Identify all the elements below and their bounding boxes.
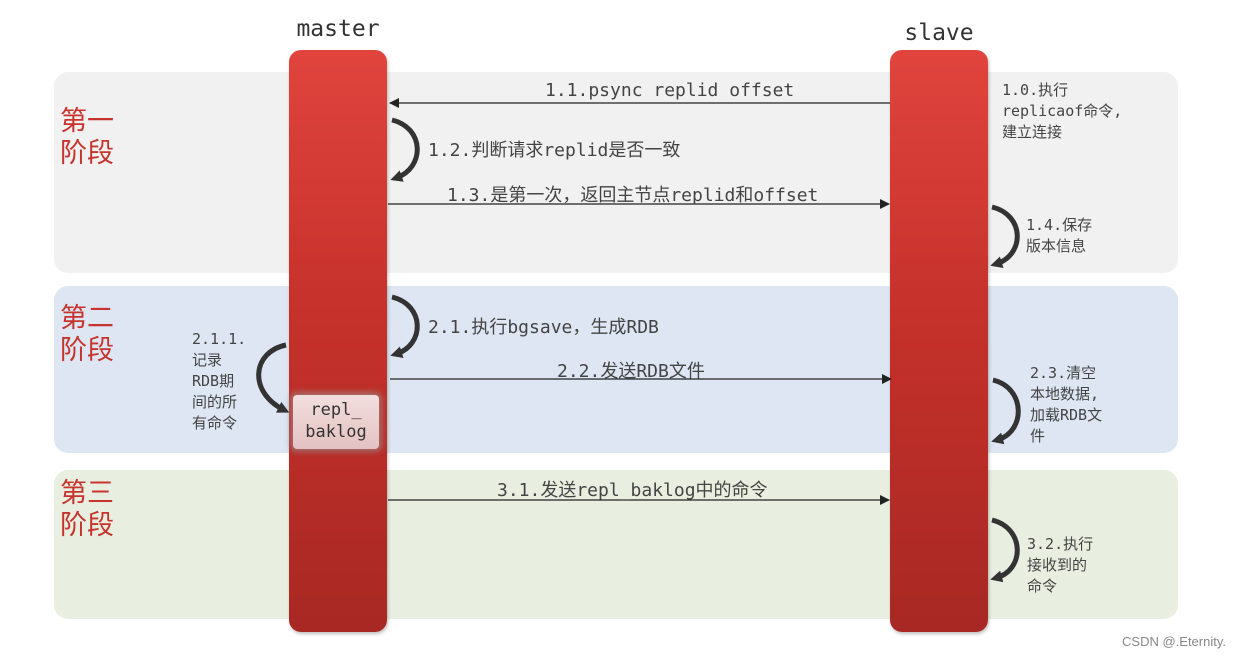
slave-title: slave (904, 20, 974, 46)
label-3-1: 3.1.发送repl_baklog中的命令 (497, 480, 768, 501)
stage-2-band (54, 286, 1178, 453)
repl-baklog-box: repl_ baklog (293, 395, 379, 449)
stage-1-label: 第一阶段 (60, 106, 114, 169)
loop-2-3 (991, 377, 1021, 445)
label-1-4: 1.4.保存 版本信息 (1026, 216, 1093, 255)
label-2-1: 2.1.执行bgsave，生成RDB (428, 317, 659, 338)
slave-lifeline (890, 50, 988, 632)
loop-1-2 (390, 117, 420, 182)
stage-2-label: 第二阶段 (60, 303, 114, 366)
loop-2-1 (390, 294, 420, 358)
label-1-0: 1.0.执行 replicaof命令, 建立连接 (1002, 81, 1123, 141)
label-3-2: 3.2.执行 接收到的 命令 (1027, 535, 1094, 595)
stage-3-band (54, 470, 1178, 619)
stage-3-label: 第三阶段 (60, 478, 114, 541)
label-2-1-1: 2.1.1. 记录 RDB期 间的所 有命令 (192, 330, 247, 432)
stage-1-band (54, 72, 1178, 273)
master-lifeline (289, 50, 387, 632)
label-1-2: 1.2.判断请求replid是否一致 (428, 140, 681, 161)
loop-2-1-1 (256, 342, 290, 413)
label-2-2: 2.2.发送RDB文件 (557, 361, 705, 382)
label-1-1: 1.1.psync replid offset (545, 80, 795, 101)
master-title: master (296, 16, 380, 42)
watermark: CSDN @.Eternity. (1122, 634, 1226, 649)
label-2-3: 2.3.清空 本地数据, 加载RDB文 件 (1030, 364, 1103, 445)
label-1-3: 1.3.是第一次，返回主节点replid和offset (447, 185, 819, 206)
loop-1-4 (990, 204, 1020, 268)
loop-3-2 (990, 517, 1020, 583)
